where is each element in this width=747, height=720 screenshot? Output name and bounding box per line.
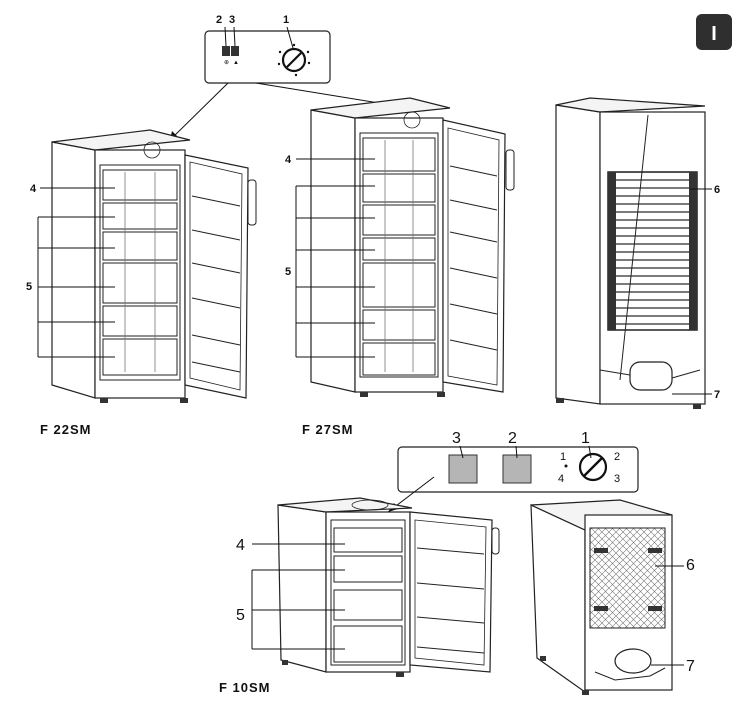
callout-1-bottom: 1 — [581, 430, 590, 447]
callout-7-rear: 7 — [714, 389, 720, 401]
callout-2-bottom: 2 — [508, 430, 517, 447]
callout-3-bottom: 3 — [452, 430, 461, 447]
freezer-f22sm: 4 5 F 22SM — [26, 129, 257, 437]
dial-position-3: 3 — [614, 473, 620, 485]
dial-position-2: 2 — [614, 451, 620, 463]
callout-1-top: 1 — [283, 14, 289, 26]
callout-4-f27: 4 — [285, 154, 292, 166]
callout-4-f10: 4 — [236, 537, 245, 554]
callout-5-f10: 5 — [236, 607, 245, 624]
freezer-f10sm: 4 5 F 10SM — [219, 497, 500, 695]
svg-text:I: I — [711, 23, 717, 45]
freezer-f10sm-rear-view: 6 7 — [530, 499, 695, 695]
bottom-control-panel: 3 2 1 1 2 3 4 — [387, 430, 639, 513]
freezer-rear-view-tall: 6 7 — [555, 97, 720, 409]
callout-6-f10-rear: 6 — [686, 557, 695, 574]
callout-6-rear: 6 — [714, 184, 720, 196]
callout-4-f22: 4 — [30, 183, 37, 195]
model-label-f22sm: F 22SM — [40, 422, 92, 437]
callout-5-f27: 5 — [285, 266, 291, 278]
callout-5-f22: 5 — [26, 281, 32, 293]
callout-3-top: 3 — [229, 14, 235, 26]
freezer-f27sm: 4 5 F 27SM — [285, 97, 515, 437]
callout-2-top: 2 — [216, 14, 222, 26]
callout-7-f10-rear: 7 — [686, 658, 695, 675]
svg-text:⊕: ⊕ — [224, 60, 229, 66]
dial-position-1: 1 — [560, 451, 566, 463]
svg-text:▲: ▲ — [233, 60, 239, 66]
section-badge: I — [696, 14, 732, 50]
dial-position-4: 4 — [558, 473, 564, 485]
model-label-f27sm: F 27SM — [302, 422, 354, 437]
top-control-panel: ⊕ ▲ 2 3 1 — [169, 14, 411, 141]
model-label-f10sm: F 10SM — [219, 680, 271, 695]
